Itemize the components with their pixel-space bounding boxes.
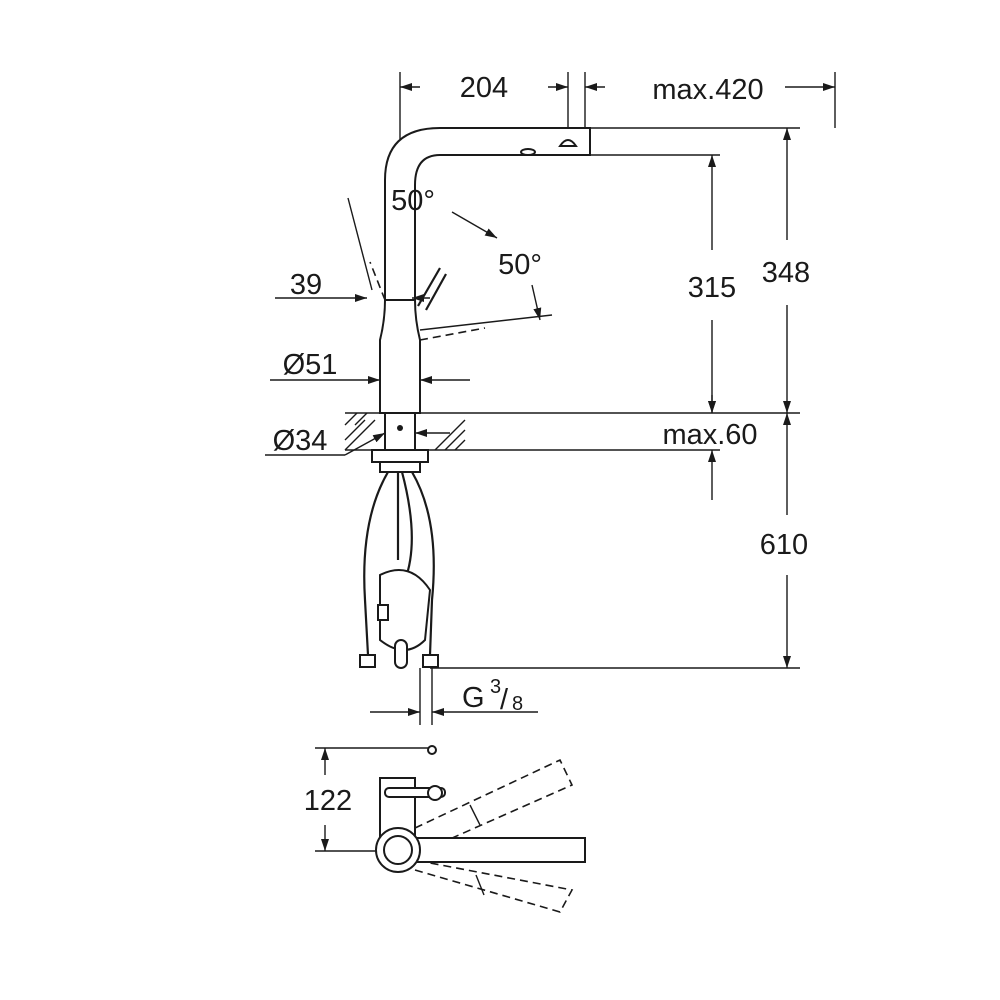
hole-diameter-label: Ø34: [273, 425, 328, 457]
swivel-angle-right-label: 50°: [498, 249, 542, 281]
thread-slash: /: [500, 684, 509, 716]
faucet-top-view: 122: [304, 745, 586, 913]
overall-height-label: 348: [762, 257, 810, 289]
thread-denominator-label: 8: [512, 693, 523, 715]
lever-offset-label: 39: [290, 269, 322, 301]
pullout-length-label: max.420: [652, 74, 763, 106]
faucet-side-view: [359, 127, 591, 669]
top-view-depth-label: 122: [304, 785, 352, 817]
body-dimensions: 39 Ø51 Ø34: [265, 269, 470, 457]
angle-dimensions: 50° 50°: [347, 185, 553, 331]
spout-reach-label: 204: [460, 72, 508, 104]
spout-clearance-label: 315: [688, 272, 736, 304]
thread-numerator-label: 3: [490, 676, 501, 698]
body-diameter-label: Ø51: [283, 349, 338, 381]
height-dimensions: 315 348 max.60 610: [430, 127, 810, 669]
thread-prefix-label: G: [462, 682, 485, 714]
swivel-angle-left-label: 50°: [391, 185, 435, 217]
max-deck-thickness-label: max.60: [662, 419, 757, 451]
hose-length-label: 610: [760, 529, 808, 561]
reach-dimension: 204 max.420: [399, 72, 836, 200]
connection-thread-dimension: G 3 / 8: [370, 668, 538, 725]
deck: [344, 412, 800, 451]
